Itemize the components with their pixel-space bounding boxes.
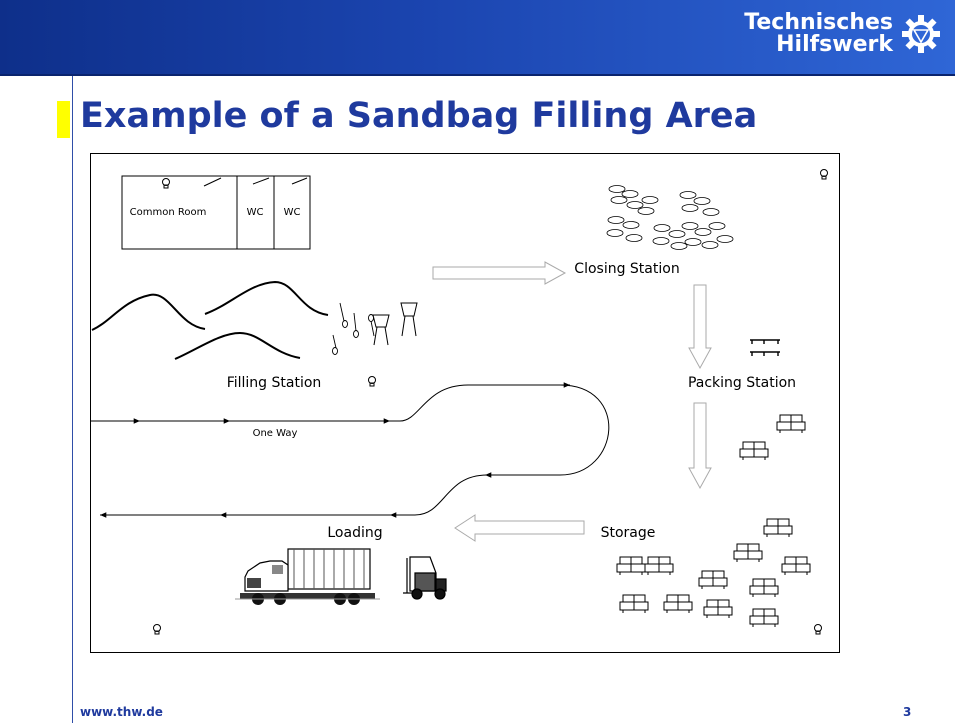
- page-title: Example of a Sandbag Filling Area: [80, 96, 758, 136]
- thw-cog-emblem-icon: [902, 15, 940, 53]
- pallet-icon: [750, 339, 780, 356]
- light-bulb-icon: [162, 178, 170, 189]
- logo-text: Technisches Hilfswerk: [744, 12, 893, 56]
- light-bulb-icon: [820, 169, 828, 180]
- shovel-icon: [332, 302, 375, 355]
- page-number: 3: [903, 705, 912, 719]
- one-way-track: [90, 382, 610, 518]
- sandbag-cluster: [606, 185, 734, 250]
- sandbag-area-diagram: Common Room WC WC Closing Station: [90, 153, 840, 653]
- flow-arrow-left: [454, 514, 585, 542]
- common-room-building: Common Room WC WC: [121, 175, 311, 250]
- one-way-label: One Way: [253, 428, 298, 439]
- left-margin-rule: [72, 76, 73, 723]
- logo-line1: Technisches: [744, 10, 893, 35]
- storage-label: Storage: [601, 525, 656, 541]
- wc-label-1: WC: [247, 207, 264, 218]
- flow-arrow-down: [688, 402, 712, 490]
- filling-station-label: Filling Station: [227, 375, 322, 391]
- flow-arrow-down: [688, 284, 712, 370]
- packing-station-label: Packing Station: [688, 375, 796, 391]
- light-bulb-icon: [814, 624, 822, 635]
- sand-pile-icon: [91, 280, 329, 360]
- truck-icon: [235, 548, 380, 605]
- light-bulb-icon: [153, 624, 161, 635]
- header-rule: [0, 74, 955, 76]
- logo-line2: Hilfswerk: [776, 32, 893, 57]
- common-room-label: Common Room: [130, 207, 207, 218]
- closing-station-label: Closing Station: [574, 261, 679, 277]
- thw-logo: Technisches Hilfswerk: [744, 12, 941, 56]
- flow-arrow-right: [432, 261, 567, 285]
- stacked-sandbags-icon: [616, 414, 811, 627]
- loading-label: Loading: [327, 525, 382, 541]
- title-accent-mark: [57, 101, 70, 138]
- light-bulb-icon: [368, 376, 376, 387]
- header-bar: [0, 0, 955, 74]
- wc-label-2: WC: [284, 207, 301, 218]
- footer-url: www.thw.de: [80, 705, 163, 719]
- forklift-icon: [403, 556, 447, 600]
- filling-funnel-icon: [372, 302, 418, 346]
